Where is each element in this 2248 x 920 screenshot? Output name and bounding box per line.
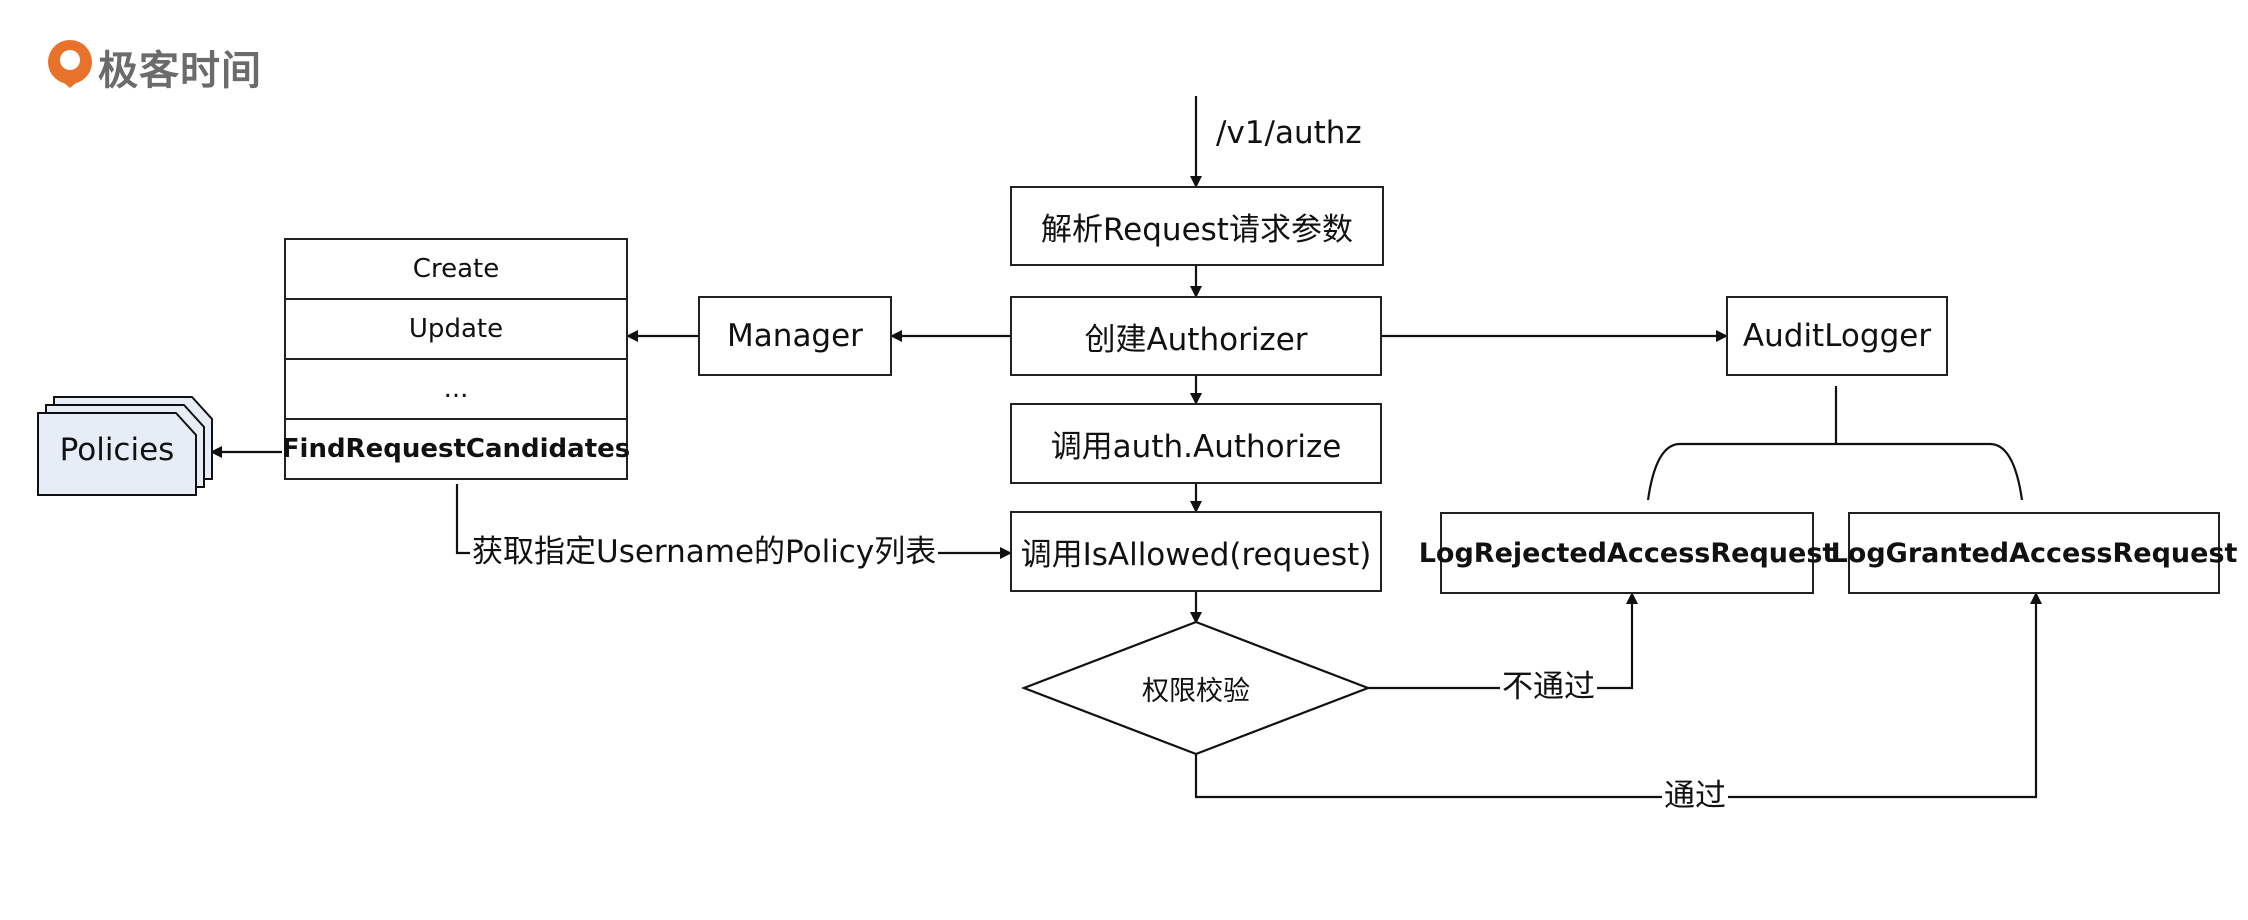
method-row-update: Update xyxy=(284,298,628,360)
call-isallowed-label: 调用IsAllowed(request) xyxy=(1020,537,1372,573)
audit-logger-node: AuditLogger xyxy=(1726,296,1948,376)
audit-logger-label: AuditLogger xyxy=(1742,318,1932,354)
method-row-find: FindRequestCandidates xyxy=(281,418,631,480)
granted-edge-label: 通过 xyxy=(1662,778,1728,814)
get-policies-edge-label: 获取指定Username的Policy列表 xyxy=(470,534,939,570)
audit-brace xyxy=(1646,442,2024,501)
method-row-ellipsis: ... xyxy=(284,358,628,420)
method-find-label: FindRequestCandidates xyxy=(281,434,631,464)
log-granted-label: LogGrantedAccessRequest xyxy=(1830,537,2238,569)
method-create-label: Create xyxy=(412,254,500,284)
endpoint-label: /v1/authz xyxy=(1216,115,1362,151)
method-ellipsis-label: ... xyxy=(443,374,469,404)
create-authorizer-node: 创建Authorizer xyxy=(1010,296,1382,376)
manager-methods-list: Create Update ... FindRequestCandidates xyxy=(281,238,631,480)
brand-name: 极客时间 xyxy=(98,48,262,94)
edge-granted xyxy=(1194,592,2042,799)
call-isallowed-node: 调用IsAllowed(request) xyxy=(1010,511,1382,592)
manager-node: Manager xyxy=(698,296,892,376)
check-label: 权限校验 xyxy=(1142,676,1250,707)
parse-request-node: 解析Request请求参数 xyxy=(1010,186,1384,266)
edge-denied xyxy=(1368,592,1638,690)
logo-icon xyxy=(48,40,92,88)
log-rejected-node: LogRejectedAccessRequest xyxy=(1419,512,1835,594)
method-update-label: Update xyxy=(408,314,504,344)
policies-stack-shape xyxy=(37,396,213,496)
call-authorize-label: 调用auth.Authorize xyxy=(1050,429,1342,465)
parse-request-label: 解析Request请求参数 xyxy=(1041,211,1353,248)
method-row-create: Create xyxy=(284,238,628,300)
brand-logo: 极客时间 xyxy=(98,38,262,96)
log-rejected-label: LogRejectedAccessRequest xyxy=(1418,537,1836,569)
call-authorize-node: 调用auth.Authorize xyxy=(1010,403,1382,484)
manager-label: Manager xyxy=(727,318,863,354)
denied-edge-label: 不通过 xyxy=(1500,669,1597,705)
create-authorizer-label: 创建Authorizer xyxy=(1084,321,1308,358)
check-diamond xyxy=(1020,620,1372,756)
log-granted-node: LogGrantedAccessRequest xyxy=(1831,512,2237,594)
policies-label: Policies xyxy=(59,432,175,468)
